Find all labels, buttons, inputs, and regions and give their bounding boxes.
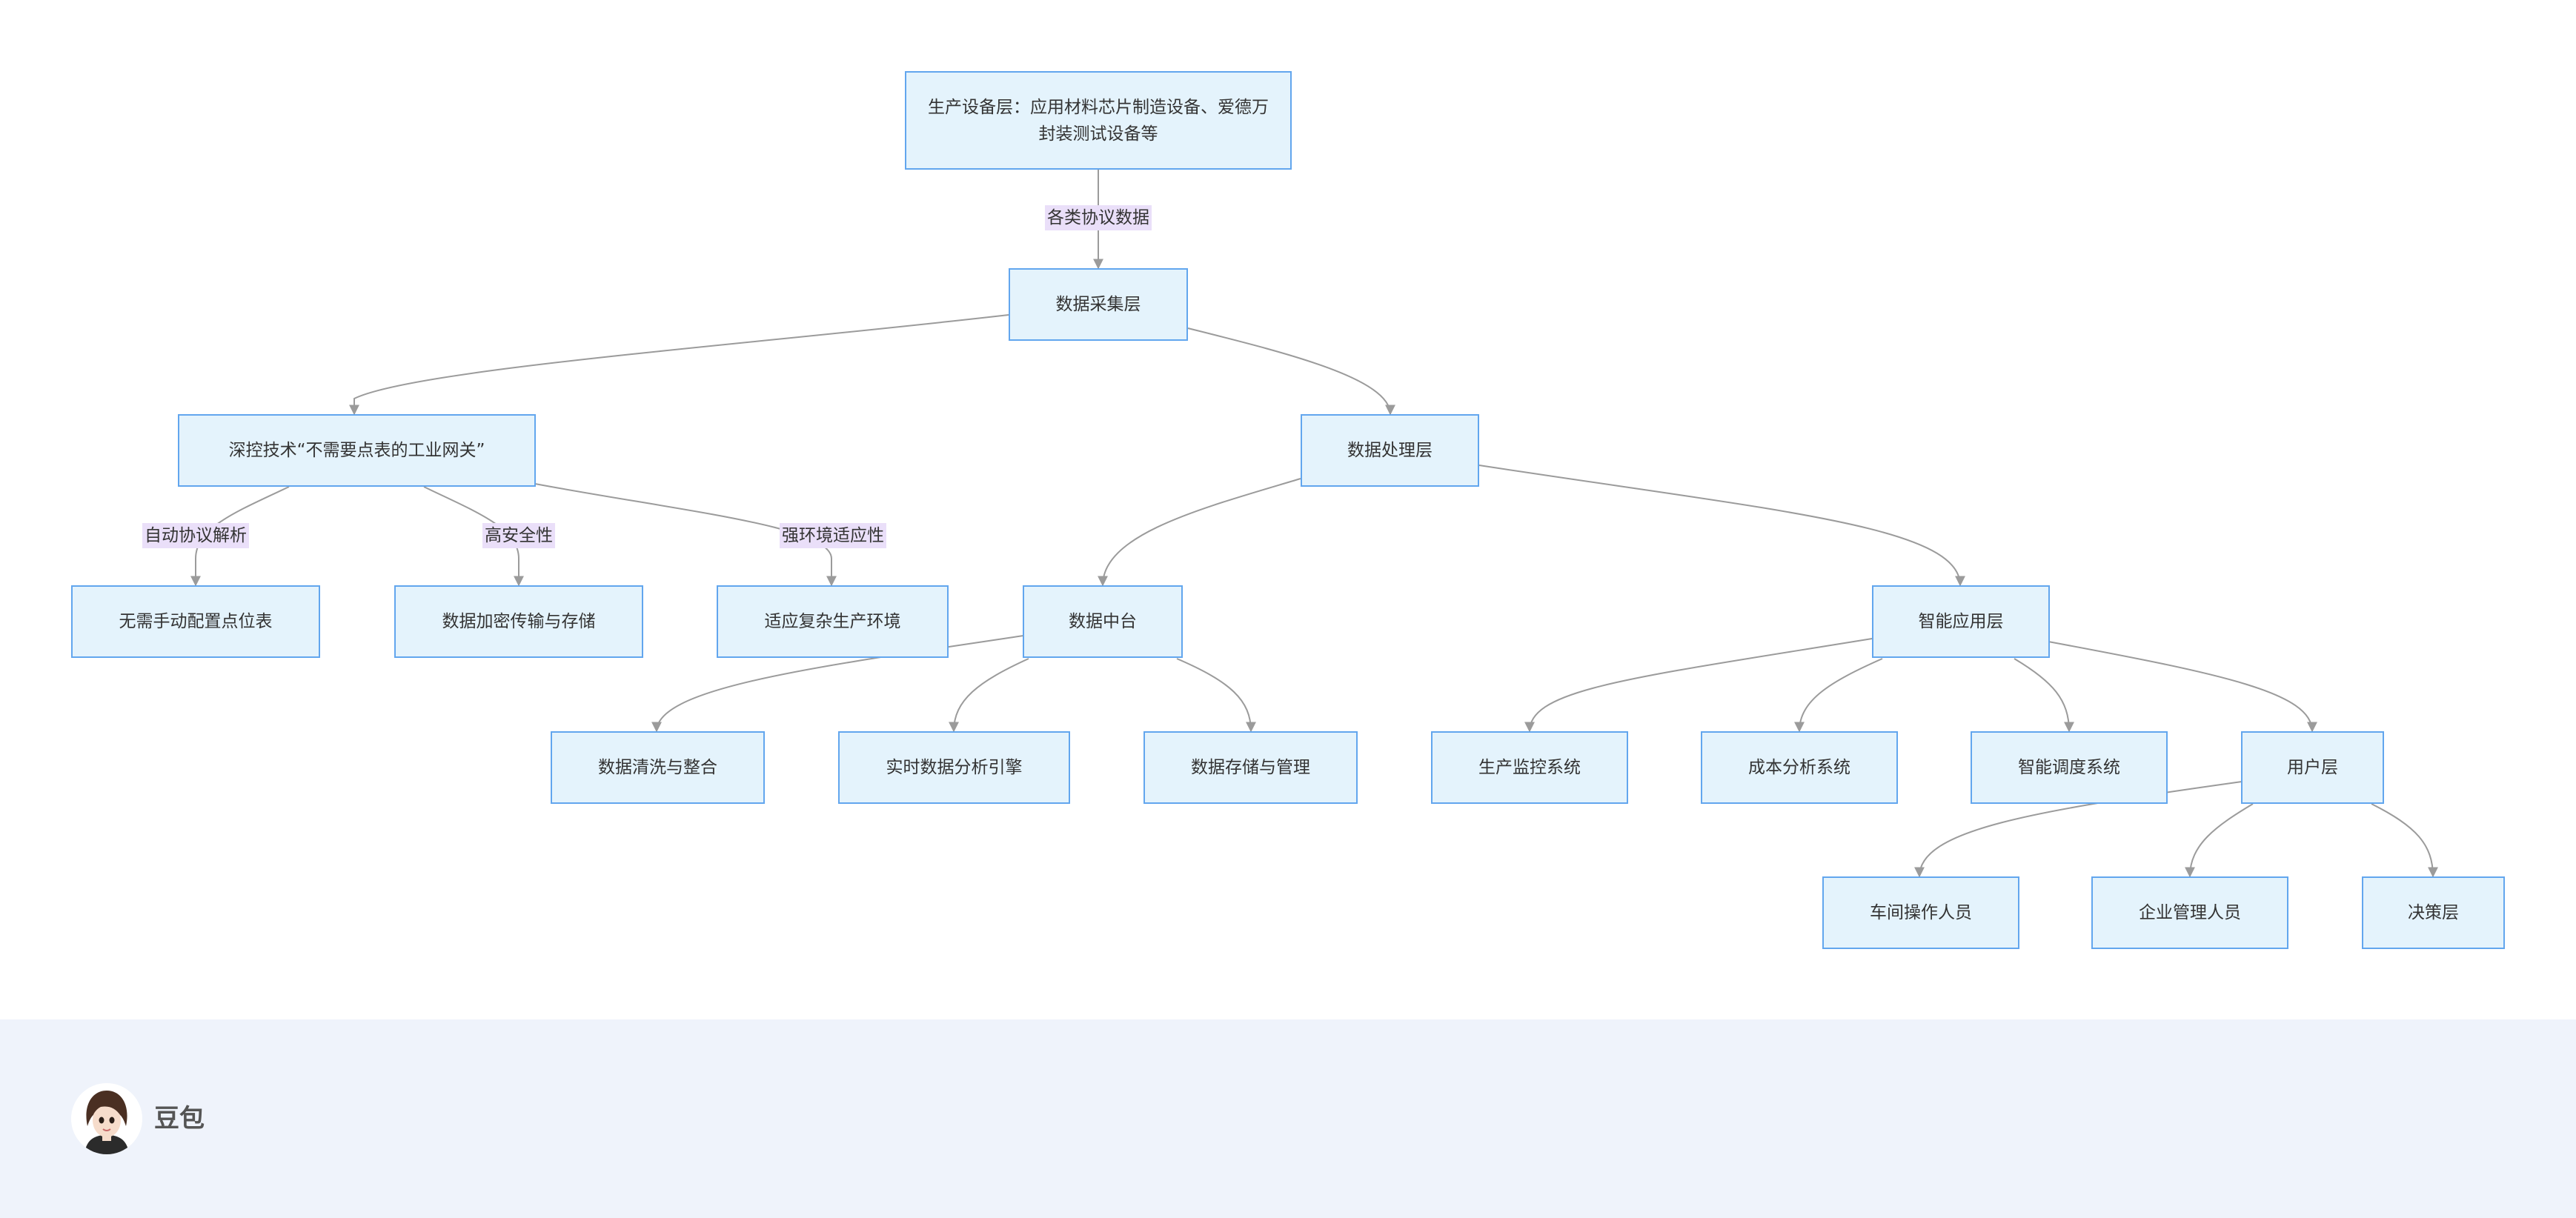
edge-user-decision: [2371, 803, 2438, 878]
node-data-cleaning: 数据清洗与整合: [551, 731, 765, 804]
node-device-layer: 生产设备层：应用材料芯片制造设备、爱德万封装测试设备等: [905, 71, 1292, 170]
edge-smart-monitor: [1524, 638, 1873, 733]
node-cost-analysis: 成本分析系统: [1701, 731, 1898, 804]
edge-process-middle: [1098, 478, 1301, 587]
edge-user-manager: [2185, 803, 2254, 878]
edge-label-high-security: 高安全性: [482, 523, 555, 548]
edge-smart-user: [2048, 641, 2317, 733]
edge-collect-process: [1187, 327, 1395, 416]
node-enterprise-manager: 企业管理人员: [2091, 876, 2288, 949]
flowchart-diagram: 生产设备层：应用材料芯片制造设备、爱德万封装测试设备等 数据采集层 深控技术“不…: [71, 71, 2505, 949]
node-gateway: 深控技术“不需要点表的工业网关”: [178, 414, 536, 487]
edge-gateway-encrypt: [423, 486, 524, 587]
brand-name: 豆包: [154, 1104, 205, 1134]
node-adapt-environment: 适应复杂生产环境: [717, 585, 949, 658]
node-data-processing-layer: 数据处理层: [1301, 414, 1479, 487]
edge-label-env-adaptability: 强环境适应性: [780, 523, 886, 548]
doubao-avatar-icon: [71, 1083, 142, 1154]
edge-smart-schedule: [2014, 658, 2074, 733]
node-smart-application-layer: 智能应用层: [1872, 585, 2050, 658]
node-smart-scheduling: 智能调度系统: [1971, 731, 2168, 804]
node-workshop-operator: 车间操作人员: [1822, 876, 2019, 949]
footer-bar: [0, 1019, 2576, 1218]
edge-collect-gateway: [349, 314, 1009, 416]
edge-middle-realtime: [949, 658, 1029, 733]
node-encrypted-transfer: 数据加密传输与存储: [394, 585, 643, 658]
node-user-layer: 用户层: [2241, 731, 2384, 804]
edge-label-protocol-data: 各类协议数据: [1045, 205, 1152, 230]
edge-gateway-no-point: [190, 486, 290, 587]
node-realtime-engine: 实时数据分析引擎: [838, 731, 1070, 804]
node-no-point-table: 无需手动配置点位表: [71, 585, 320, 658]
node-production-monitor: 生产监控系统: [1431, 731, 1628, 804]
edge-smart-cost: [1794, 658, 1883, 733]
edge-process-smart: [1478, 465, 1965, 587]
edge-gateway-adapt: [534, 483, 837, 587]
edges-layer: [190, 170, 2438, 878]
node-data-storage: 数据存储与管理: [1143, 731, 1358, 804]
node-decision-layer: 决策层: [2362, 876, 2505, 949]
node-data-collection-layer: 数据采集层: [1009, 268, 1188, 341]
node-data-middle-platform: 数据中台: [1023, 585, 1183, 658]
edge-label-auto-protocol: 自动协议解析: [142, 523, 249, 548]
edge-middle-storage: [1176, 658, 1256, 733]
